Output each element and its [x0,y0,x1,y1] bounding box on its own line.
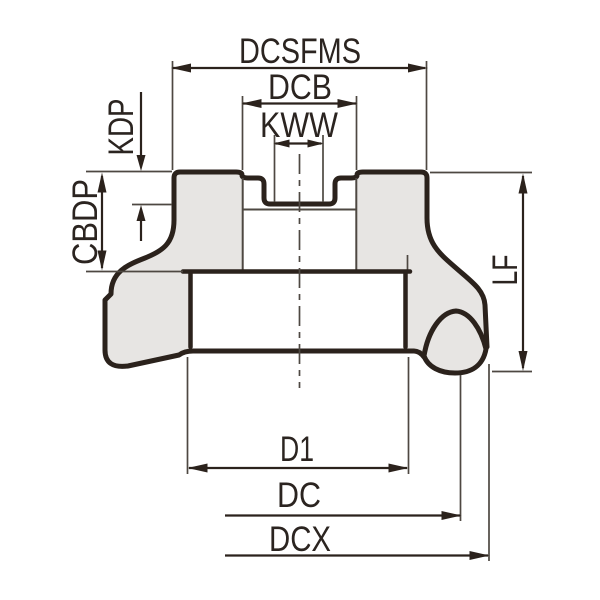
label-d1: D1 [280,430,314,469]
arrow-lf-down [518,351,528,371]
label-kdp: KDP [102,99,141,156]
arrow-d1-right [388,463,409,473]
label-dcx: DCX [269,520,331,559]
arrow-dcb-right [337,99,358,108]
arrow-d1-left [187,463,208,473]
arrow-kdp-up [136,205,146,221]
arrow-cbdp-down [97,250,107,271]
label-kww: KWW [260,106,338,145]
arrow-dcx-right [469,551,490,560]
arrow-dcsfms-right [408,63,428,73]
cutter-body-outline [102,169,490,369]
bottom-recess-void [191,273,405,349]
arrow-lf-up [518,173,528,194]
arrow-dcb-left [241,99,262,108]
label-dcb: DCB [268,68,332,107]
arrow-kww-right [307,139,324,148]
arrow-kdp-down [136,155,146,171]
arrow-kww-left [273,139,290,148]
label-lf: LF [486,255,525,286]
label-cbdp: CBDP [66,179,105,265]
cutting-insert [421,308,489,376]
arrow-cbdp-up [97,172,107,193]
arrow-dcsfms-left [171,63,191,73]
arrow-dc-right [441,511,462,520]
label-dc: DC [277,476,321,515]
label-dcsfms: DCSFMS [239,32,361,71]
